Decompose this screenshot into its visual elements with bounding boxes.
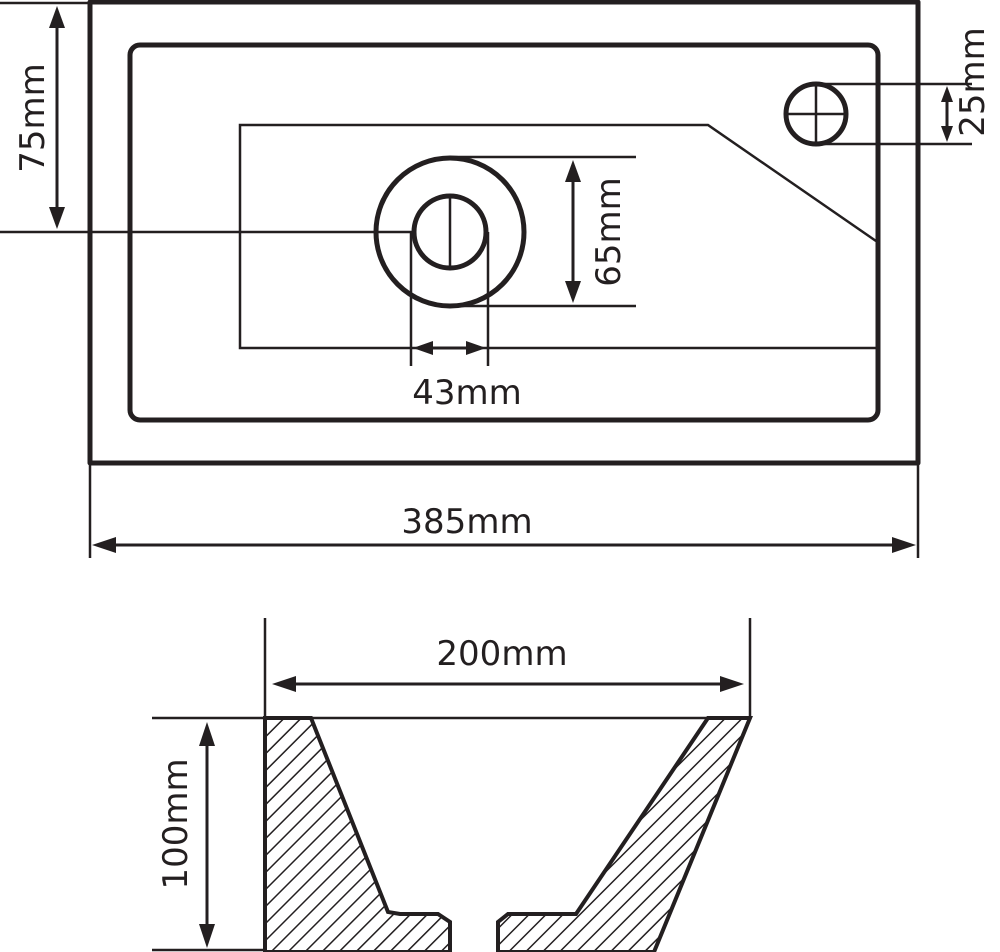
dimension-65mm-label: 65mm [589,177,629,287]
top-view: 75mm 25mm 65mm 43mm [0,0,993,558]
bowl-outline [238,123,877,350]
dimension-385mm: 385mm [88,463,920,558]
dimension-65mm: 65mm [450,155,636,308]
right-wall-section [496,716,753,952]
left-wall-section [263,716,452,952]
dimension-43mm: 43mm [409,232,522,413]
dimension-100mm-label: 100mm [156,758,196,889]
dimension-200mm: 200mm [263,618,752,718]
dimension-75mm-label: 75mm [13,63,53,173]
dimension-385mm-label: 385mm [401,502,532,542]
dimension-75mm: 75mm [0,1,414,234]
dimension-43mm-label: 43mm [412,373,522,413]
dimension-25mm-label: 25mm [953,27,993,137]
section-view: 200mm 100mm [152,618,753,952]
dimension-100mm: 100mm [156,722,215,948]
tap-hole-icon [783,81,849,147]
dimension-200mm-label: 200mm [436,634,567,674]
dimension-25mm: 25mm [816,27,993,146]
